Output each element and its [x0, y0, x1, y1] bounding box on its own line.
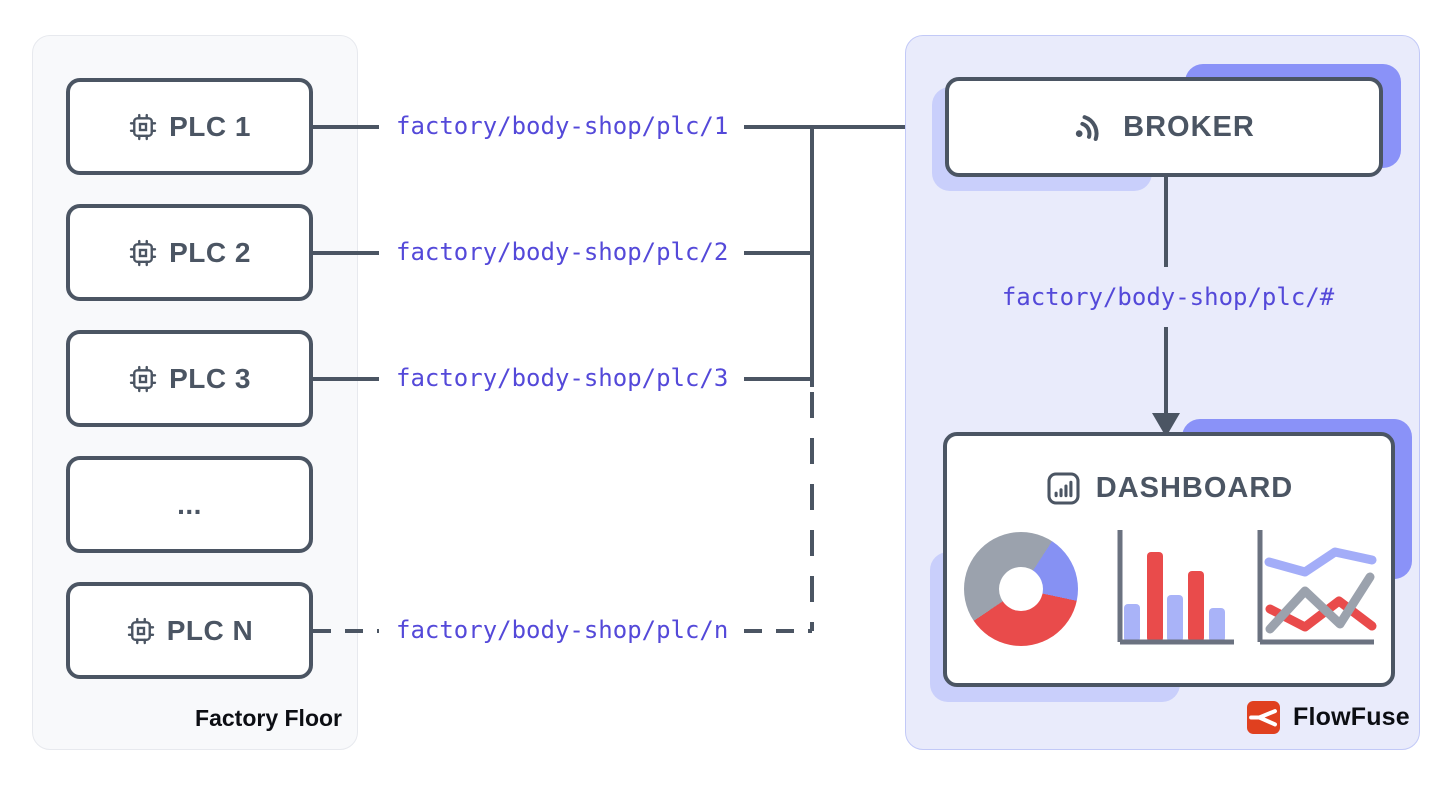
broadcast-rss-icon [1075, 115, 1099, 142]
trunk-line-dashed [810, 392, 814, 631]
donut-chart-widget [964, 532, 1078, 646]
plc-2-link-line [313, 251, 379, 255]
plc-1-to-broker-line [744, 125, 924, 129]
plc-3-node: PLC 3 [66, 330, 313, 427]
flowfuse-logo-icon [1247, 701, 1280, 734]
plc-3-to-trunk-line [744, 377, 814, 381]
chip-icon [129, 365, 157, 392]
broker-to-topic-line [1164, 177, 1168, 267]
bar-chart-icon [1047, 472, 1080, 505]
topic-plc-3: factory/body-shop/plc/3 [396, 364, 729, 392]
dashboard-node: DASHBOARD [930, 419, 1412, 702]
chip-icon [129, 239, 157, 266]
topic-to-dashboard-line [1164, 327, 1168, 417]
broker-label: BROKER [1123, 110, 1255, 143]
plc-3-link-line [313, 377, 379, 381]
plc-n-node: PLC N [66, 582, 313, 679]
plc-n-to-trunk-line-dashed [744, 629, 812, 633]
wildcard-topic: factory/body-shop/plc/# [1001, 283, 1335, 311]
plc-2-label: PLC 2 [169, 236, 251, 268]
factory-floor-caption: Factory Floor [195, 705, 342, 731]
line-chart-widget [1257, 530, 1377, 645]
trunk-line-solid [810, 125, 814, 387]
dashboard-label: DASHBOARD [1095, 472, 1294, 504]
dashboard-box: DASHBOARD [943, 432, 1395, 687]
topic-plc-2: factory/body-shop/plc/2 [396, 238, 729, 266]
plc-3-label: PLC 3 [169, 362, 251, 394]
topic-plc-n: factory/body-shop/plc/n [396, 616, 729, 644]
plc-2-to-trunk-line [744, 251, 814, 255]
plc-n-link-line-dashed [313, 629, 379, 633]
broker-node: BROKER [932, 64, 1401, 191]
plc-1-label: PLC 1 [169, 110, 251, 142]
bar-chart-widget [1117, 530, 1234, 645]
plc-n-label: PLC N [166, 614, 254, 646]
plc-ellipsis-label: ... [177, 488, 202, 520]
topic-plc-1: factory/body-shop/plc/1 [396, 112, 729, 140]
brand-label: FlowFuse [1293, 703, 1410, 731]
plc-1-link-line [313, 125, 379, 129]
broker-box: BROKER [945, 77, 1383, 177]
plc-2-node: PLC 2 [66, 204, 313, 301]
chip-icon [129, 113, 157, 140]
chip-icon [127, 617, 154, 644]
plc-1-node: PLC 1 [66, 78, 313, 175]
brand-row: FlowFuse [1247, 701, 1410, 734]
plc-ellipsis-node: ... [66, 456, 313, 553]
